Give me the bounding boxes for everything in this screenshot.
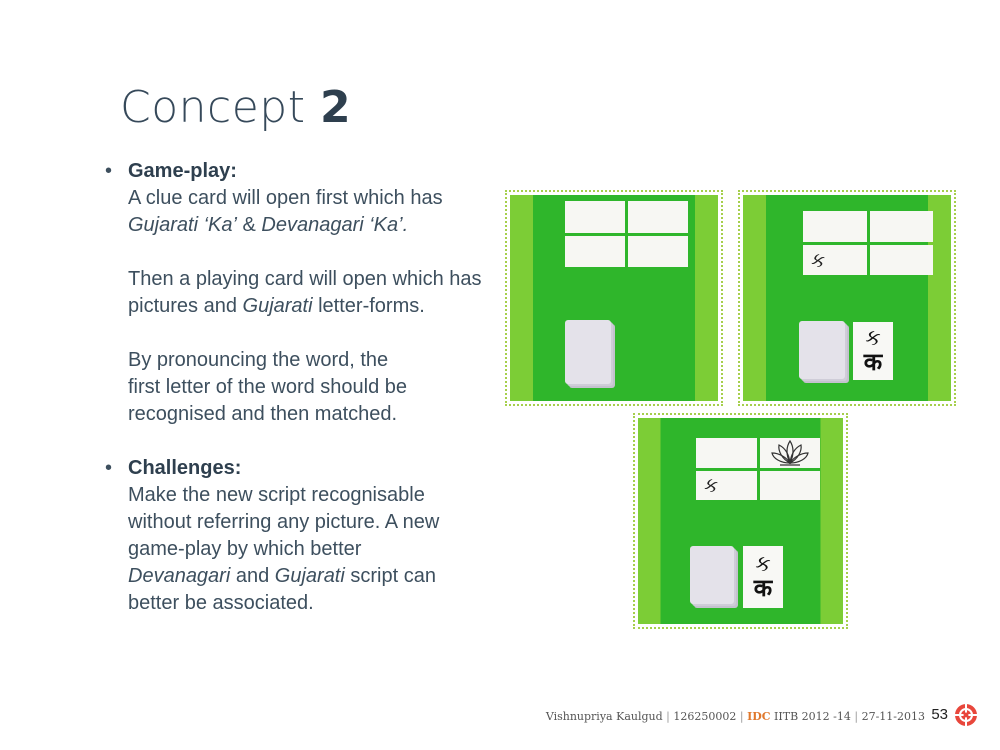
footer-institute-abbr: IDC xyxy=(747,710,771,723)
matched-card-devanagari: क xyxy=(753,573,773,602)
lotus-icon xyxy=(771,439,809,466)
idc-logo-icon xyxy=(955,704,977,726)
bullet-dot-icon: • xyxy=(105,160,113,182)
clue-card xyxy=(869,211,933,242)
clue-card xyxy=(759,470,820,500)
bullet-gameplay: • Game-play: xyxy=(105,158,505,185)
clue-card xyxy=(869,244,933,275)
footer-roll-number: 126250002 xyxy=(673,710,737,723)
photo-clue-card-opened: ક ક क xyxy=(738,190,956,406)
clue-card xyxy=(628,235,688,267)
matched-card: ક क xyxy=(853,322,893,380)
bullet-challenges: • Challenges: xyxy=(105,455,505,482)
gameplay-paragraph-2: Then a playing card will open which has … xyxy=(128,268,482,317)
clue-card-gujarati-ka: ક xyxy=(696,470,757,500)
photo-clue-with-picture: ક ક क xyxy=(633,413,848,629)
gameplay-paragraph-3: By pronouncing the word, the first lette… xyxy=(128,347,505,428)
clue-card xyxy=(565,201,625,233)
footer-date: 27-11-2013 xyxy=(861,710,925,723)
slide-content: • Game-play: A clue card will open first… xyxy=(105,158,505,617)
clue-card-gujarati-ka: ક xyxy=(803,244,867,275)
slide-title-text: Concept xyxy=(120,82,306,133)
challenges-paragraph: Make the new script recognisable without… xyxy=(128,484,440,614)
page-number: 53 xyxy=(931,706,948,723)
matched-card: ક क xyxy=(743,546,783,608)
clue-card-grid: ક xyxy=(803,211,933,275)
bullet-dot-icon: • xyxy=(105,457,113,479)
playing-card-deck xyxy=(799,321,845,379)
clue-card xyxy=(565,235,625,267)
playing-card-deck xyxy=(565,320,611,384)
footer-author: Vishnupriya Kaulgud xyxy=(545,710,663,723)
photo-green-board xyxy=(510,195,718,401)
challenges-heading: Challenges: xyxy=(128,457,242,479)
photo-green-board: ક ક क xyxy=(638,418,843,624)
clue-card-lotus xyxy=(759,438,820,468)
photo-green-board: ક ક क xyxy=(743,195,951,401)
playing-card-deck xyxy=(690,546,734,604)
gameplay-paragraph-1: A clue card will open first which has Gu… xyxy=(128,187,443,236)
slide-footer: Vishnupriya Kaulgud | 126250002 | IDC II… xyxy=(545,710,925,723)
clue-card xyxy=(696,438,757,468)
slide-title-number: 2 xyxy=(319,82,352,133)
gameplay-paragraph-3-line-3: recognised and then matched. xyxy=(128,403,398,425)
clue-card-grid: ક xyxy=(696,438,820,500)
matched-card-gujarati: ક xyxy=(865,325,881,351)
slide-title: Concept 2 xyxy=(120,82,351,133)
matched-card-gujarati: ક xyxy=(755,551,771,577)
photo-clue-cards-closed xyxy=(505,190,723,406)
footer-institute: IITB 2012 -14 xyxy=(774,710,851,723)
clue-card xyxy=(803,211,867,242)
gameplay-paragraph-3-line-1: By pronouncing the word, the xyxy=(128,349,389,371)
matched-card-devanagari: क xyxy=(863,347,883,376)
gameplay-heading: Game-play: xyxy=(128,160,237,182)
clue-card xyxy=(628,201,688,233)
clue-card-grid xyxy=(565,201,688,267)
gameplay-paragraph-3-line-2: first letter of the word should be xyxy=(128,376,408,398)
